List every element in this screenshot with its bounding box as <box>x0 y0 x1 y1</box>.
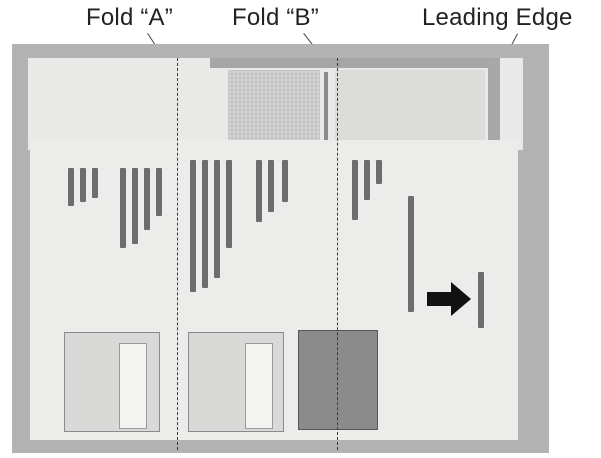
fold-b-label: Fold “B” <box>232 4 319 31</box>
text-column <box>256 160 262 222</box>
text-column <box>352 160 358 220</box>
text-column <box>376 160 382 184</box>
back-sheet-image <box>228 70 320 140</box>
illustration-middle <box>188 332 284 432</box>
text-column <box>132 168 138 244</box>
fold-a-label: Fold “A” <box>86 4 173 31</box>
text-column <box>80 168 86 202</box>
text-column <box>364 160 370 200</box>
text-column <box>144 168 150 230</box>
text-column <box>226 160 232 248</box>
back-sheet-bar <box>324 72 328 140</box>
text-column <box>408 196 414 312</box>
text-column <box>156 168 162 216</box>
text-column <box>120 168 126 248</box>
illustration-middle-tray <box>245 343 273 429</box>
arrow-right-icon <box>427 282 471 316</box>
illustration-left-tray <box>119 343 147 429</box>
text-column <box>68 168 74 206</box>
text-column <box>214 160 220 278</box>
text-column <box>202 160 208 288</box>
text-column <box>478 272 484 328</box>
text-column <box>190 160 196 292</box>
illustration-left <box>64 332 160 432</box>
illustration-photo <box>298 330 378 430</box>
text-column <box>268 160 274 212</box>
fold-a-line <box>177 58 178 450</box>
text-column <box>92 168 98 198</box>
back-sheet-strip <box>210 58 500 68</box>
fold-b-line <box>337 58 338 450</box>
leading-edge-strip <box>488 60 500 140</box>
leading-edge-label: Leading Edge <box>422 4 573 31</box>
text-column <box>282 160 288 202</box>
back-sheet-panel <box>335 70 485 140</box>
